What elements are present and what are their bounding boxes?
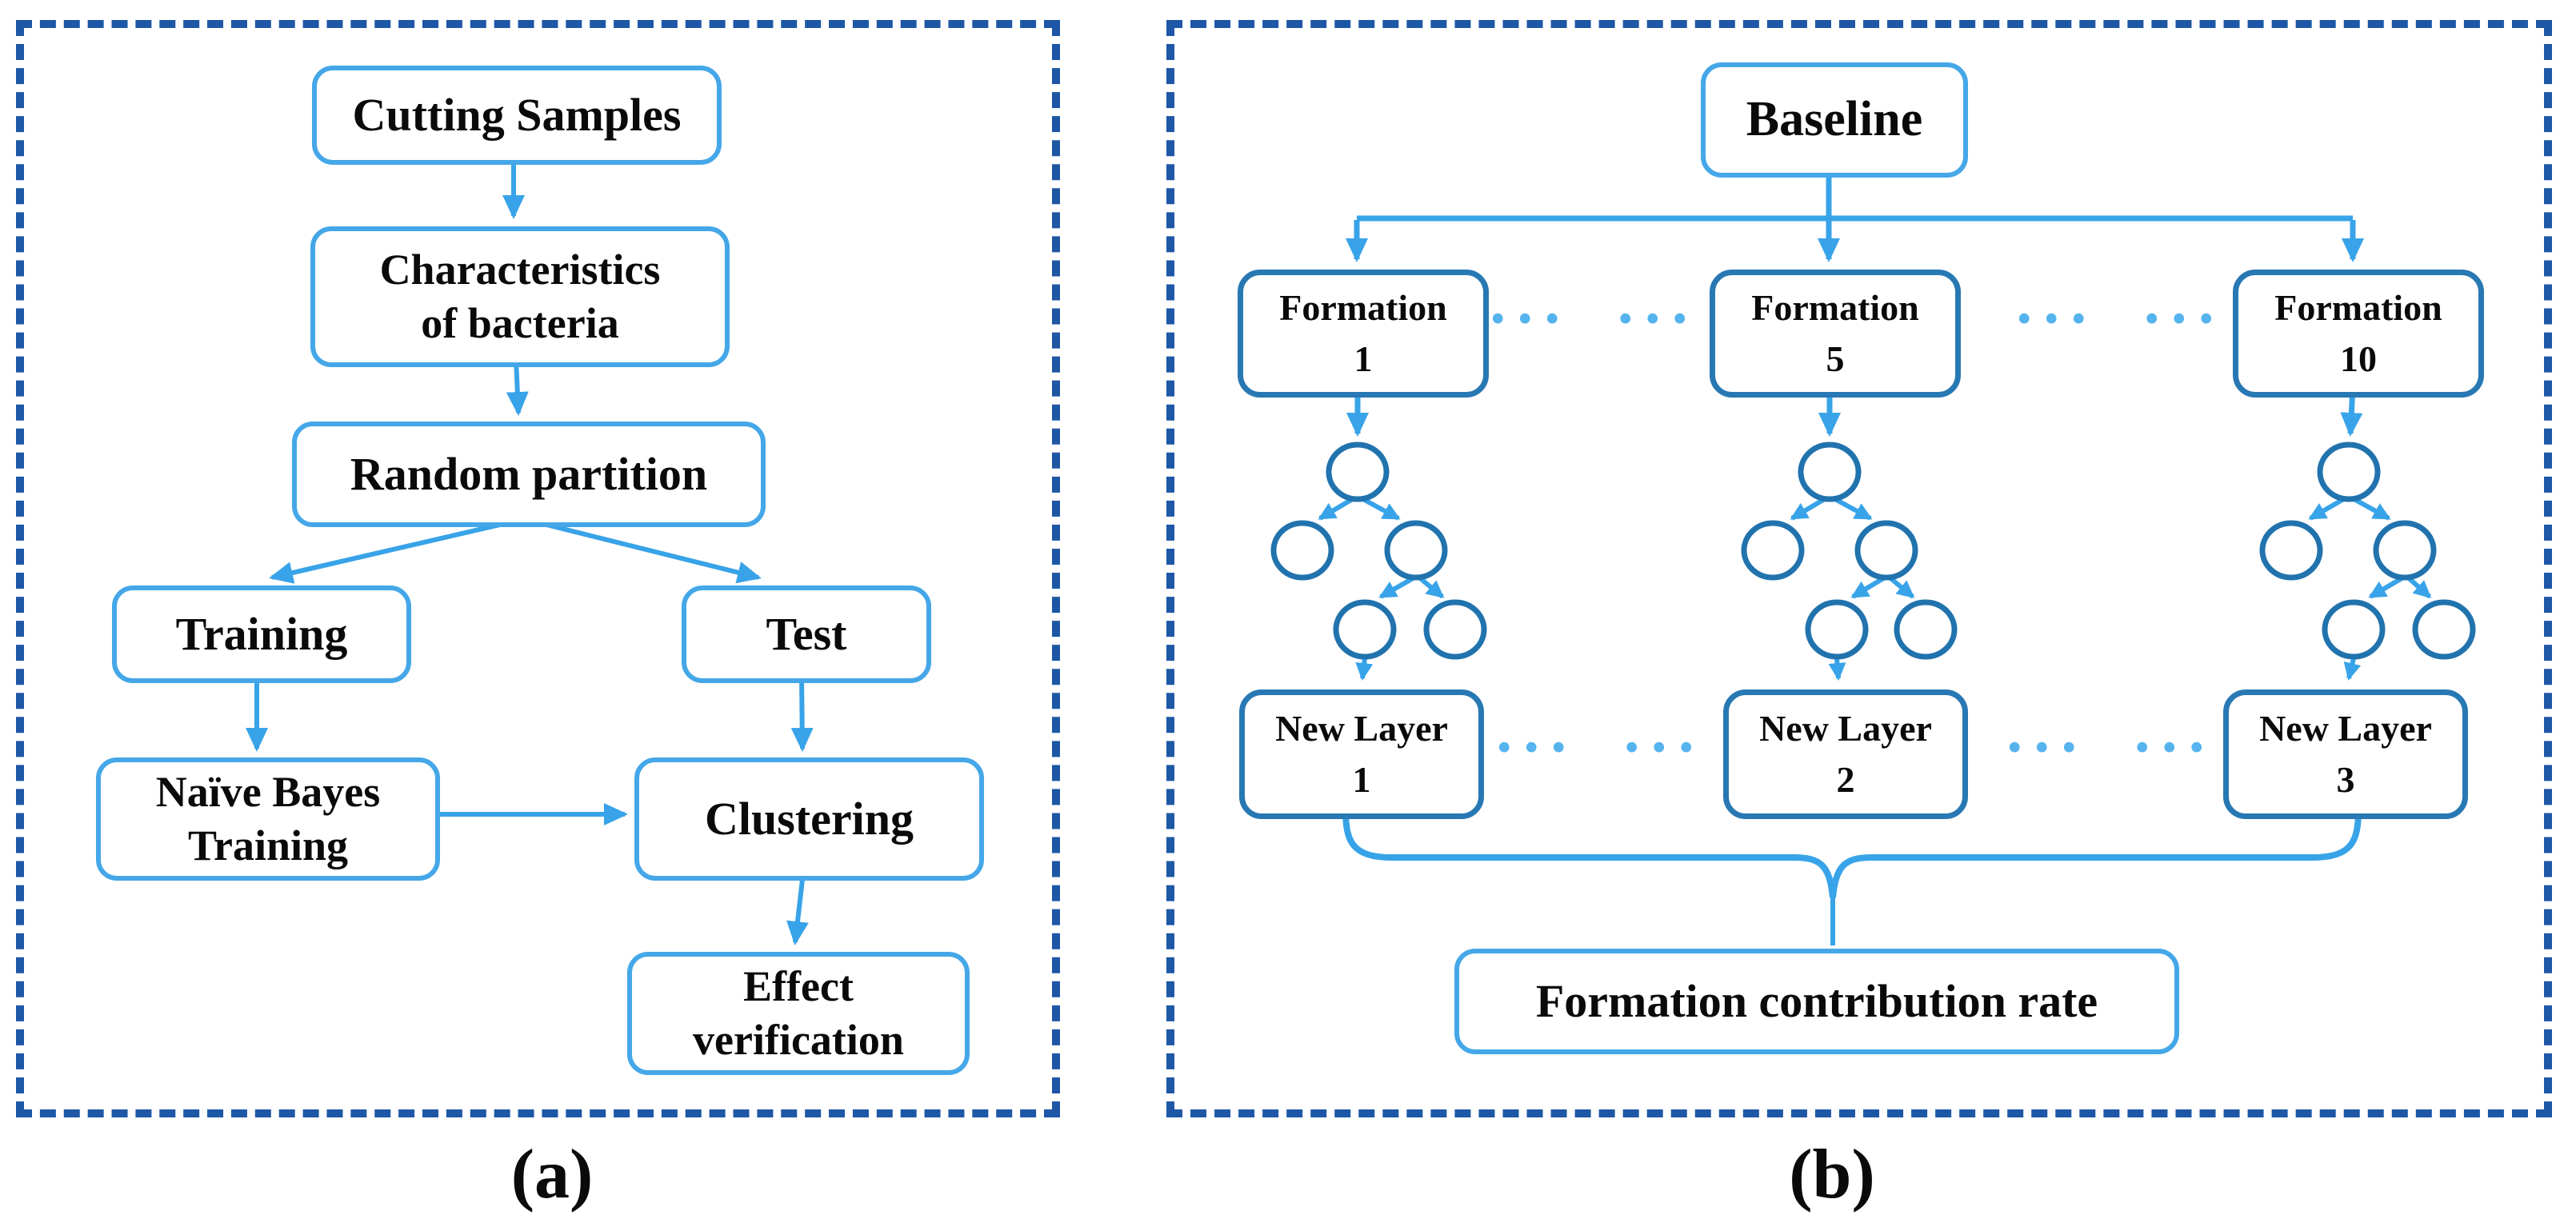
t3-l3-left-node (2322, 599, 2386, 660)
t2-root-left (1790, 495, 1829, 521)
node-label-line2: 5 (1826, 338, 1845, 379)
t3-l2-left-node (2259, 520, 2323, 581)
caption-panel-b: (b) (1789, 1136, 1875, 1213)
t1-l2-right-node (1384, 520, 1448, 581)
node-label-line2: of bacteria (421, 299, 619, 347)
t3-l2-right-node (2373, 520, 2437, 581)
t1-leaf-to-newlayer1 (1355, 657, 1374, 681)
node-label-line1: Formation (1279, 286, 1447, 328)
node-label-line2: verification (693, 1016, 904, 1064)
node-label: Baseline (1746, 92, 1923, 147)
node-label-line2: 3 (2336, 759, 2355, 800)
node-training: Training (112, 586, 411, 683)
node-clustering: Clustering (634, 757, 984, 881)
node-new-layer-2: New Layer 2 (1723, 689, 1968, 819)
t3-root-left (2308, 495, 2348, 521)
decision-tree-3 (2308, 495, 2432, 681)
ellipsis-newlayer-2-3: ··· ··· (2004, 712, 2214, 781)
node-formation-1: Formation 1 (1238, 270, 1489, 398)
t1-l3-right-node (1423, 599, 1487, 660)
t2-l3-left-node (1805, 599, 1869, 660)
tree-nodes (1270, 442, 2476, 660)
t2-leaf-to-newlayer2 (1828, 657, 1846, 681)
node-label: Cutting Samples (352, 88, 682, 141)
caption-panel-a: (a) (510, 1136, 594, 1213)
t1-l2-left-node (1270, 520, 1334, 581)
t1-root-right (1358, 495, 1401, 521)
t1-right-left (1378, 575, 1416, 599)
node-new-layer-1: New Layer 1 (1239, 689, 1484, 819)
node-formation-5: Formation 5 (1710, 270, 1961, 398)
node-label: Clustering (705, 792, 914, 845)
node-effect-verification: Effect verification (627, 952, 970, 1075)
node-characteristics-of-bacteria: Characteristics of bacteria (310, 226, 730, 367)
node-formation-10: Formation 10 (2233, 270, 2484, 398)
node-label-line1: New Layer (1759, 707, 1932, 749)
arrow-clustering-to-effect (786, 872, 809, 945)
t2-root-node (1798, 442, 1862, 502)
t3-right-left (2368, 575, 2405, 599)
t3-l3-right-node (2412, 599, 2476, 660)
ellipsis-formation-5-10: ··· ··· (2014, 283, 2223, 353)
t1-l3-left-node (1333, 599, 1397, 660)
panel-b-border (1166, 20, 2552, 1117)
decision-tree-1 (1318, 495, 1445, 681)
node-label-line2: 1 (1352, 759, 1371, 800)
node-cutting-samples: Cutting Samples (312, 66, 722, 165)
t3-leaf-to-newlayer3 (2343, 657, 2362, 681)
node-naive-bayes-training: Naïve Bayes Training (96, 757, 440, 881)
node-label: Random partition (350, 447, 708, 500)
t3-right-right (2406, 575, 2432, 599)
node-test: Test (682, 586, 931, 683)
t1-right-right (1418, 575, 1445, 599)
t2-right-left (1850, 575, 1886, 599)
node-label: Training (175, 607, 348, 660)
gathering-brace (1342, 809, 2362, 945)
node-new-layer-3: New Layer 3 (2223, 689, 2468, 819)
t2-l2-right-node (1854, 520, 1918, 581)
panel-a-border (16, 20, 1060, 1117)
node-label-line1: Naïve Bayes (155, 767, 381, 816)
node-label-line1: New Layer (1275, 707, 1448, 749)
node-label-line2: 2 (1836, 759, 1855, 800)
t3-root-node (2317, 442, 2381, 502)
node-label: Test (766, 607, 847, 660)
node-label-line1: Formation (2274, 286, 2442, 328)
ellipsis-formation-1-5: ··· ··· (1487, 283, 1697, 353)
node-label-line2: 1 (1354, 338, 1373, 379)
node-formation-contribution-rate: Formation contribution rate (1454, 949, 2179, 1054)
t2-l3-right-node (1894, 599, 1958, 660)
arrow-random-to-training (269, 517, 525, 584)
node-label-line2: 10 (2340, 338, 2377, 379)
arrow-random-to-test (523, 517, 762, 584)
node-label: Formation contribution rate (1535, 974, 2098, 1027)
arrow-characteristics-to-random (506, 358, 529, 416)
t1-root-left (1318, 495, 1357, 521)
node-label-line1: Formation (1751, 286, 1919, 328)
panel-a-arrows (246, 158, 814, 945)
t3-root-right (2350, 495, 2391, 521)
t2-root-right (1830, 495, 1873, 521)
decision-tree-2 (1790, 495, 1915, 681)
ellipsis-newlayer-1-2: ··· ··· (1494, 712, 1703, 781)
node-label-line1: New Layer (2259, 707, 2432, 749)
t2-right-right (1888, 575, 1915, 599)
t1-root-node (1326, 442, 1390, 502)
node-baseline: Baseline (1701, 62, 1968, 178)
t2-l2-left-node (1741, 520, 1805, 581)
node-label-line2: Training (187, 821, 349, 869)
node-label-line1: Effect (743, 961, 854, 1010)
node-label-line1: Characteristics (379, 245, 661, 294)
node-random-partition: Random partition (292, 422, 766, 527)
panel-b-branch (1346, 170, 2364, 437)
